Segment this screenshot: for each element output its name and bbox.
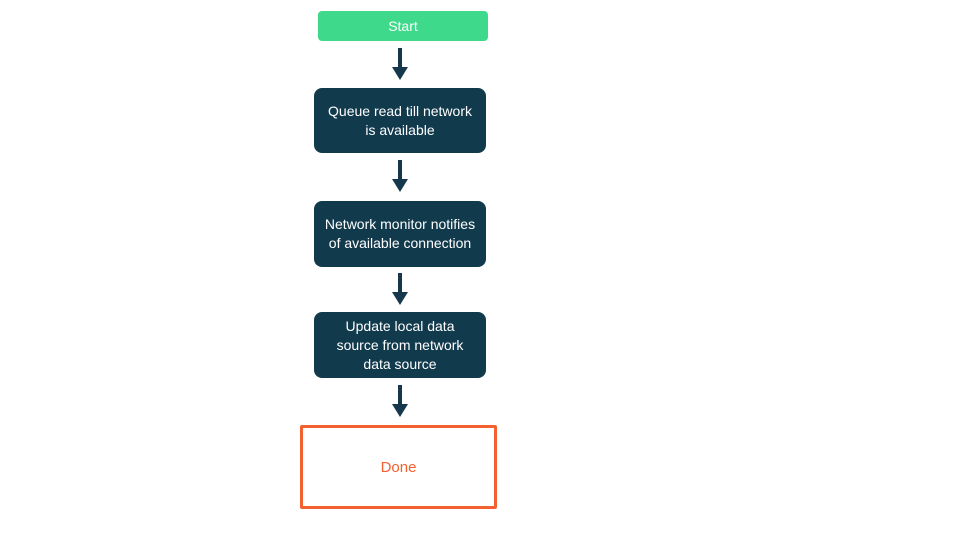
arrow-down-icon — [392, 385, 408, 417]
flowchart-node-network-monitor: Network monitor notifies of available co… — [314, 201, 486, 267]
arrow-shaft — [398, 48, 402, 67]
node-done-label: Done — [380, 458, 417, 476]
arrow-head — [392, 404, 408, 417]
node-update-label: Update local data source from network da… — [336, 317, 464, 372]
flowchart-node-queue-read: Queue read till network is available — [314, 88, 486, 153]
node-monitor-label: Network monitor notifies of available co… — [324, 216, 476, 251]
arrow-down-icon — [392, 273, 408, 305]
node-queue-label: Queue read till network is available — [328, 102, 472, 138]
arrow-shaft — [398, 385, 402, 404]
arrow-shaft — [398, 273, 402, 292]
flowchart-node-start: Start — [318, 11, 488, 41]
flowchart-node-done: Done — [300, 425, 497, 509]
arrow-head — [392, 179, 408, 192]
arrow-head — [392, 292, 408, 305]
arrow-down-icon — [392, 48, 408, 80]
arrow-head — [392, 67, 408, 80]
arrow-shaft — [398, 160, 402, 179]
arrow-down-icon — [392, 160, 408, 192]
node-start-label: Start — [388, 17, 418, 34]
flowchart-node-update-local-data: Update local data source from network da… — [314, 312, 486, 378]
